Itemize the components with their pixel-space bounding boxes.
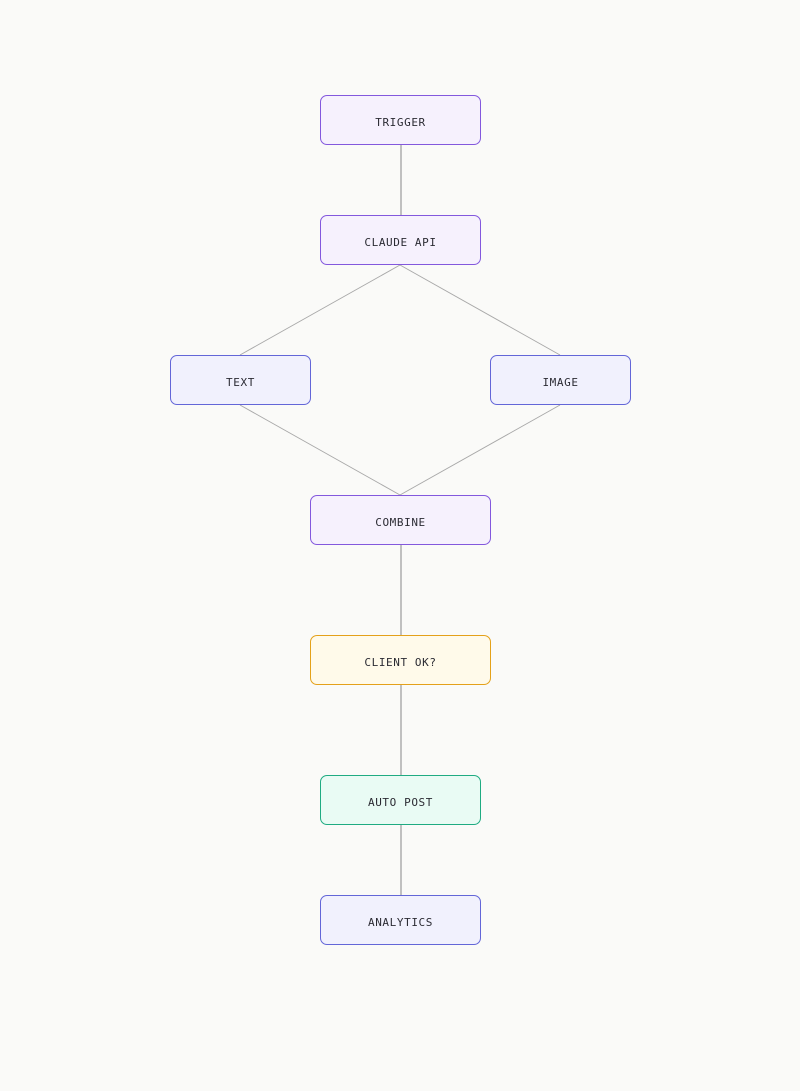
node-image-label: IMAGE: [542, 375, 579, 389]
node-client-ok-label: CLIENT OK?: [364, 655, 437, 669]
node-trigger-label: TRIGGER: [375, 115, 426, 129]
node-analytics: ANALYTICS: [320, 895, 481, 945]
node-combine-label: COMBINE: [375, 515, 426, 529]
edge-claude-api-to-text: [239, 264, 401, 356]
node-combine: COMBINE: [310, 495, 491, 545]
node-text-label: TEXT: [226, 375, 255, 389]
node-analytics-label: ANALYTICS: [367, 915, 433, 929]
node-auto-post-label: AUTO POST: [367, 795, 433, 809]
node-client-ok: CLIENT OK?: [310, 635, 491, 685]
node-claude-api-label: CLAUDE API: [364, 235, 437, 249]
node-image: IMAGE: [490, 355, 631, 405]
edge-claude-api-to-image: [399, 264, 561, 356]
node-text: TEXT: [170, 355, 311, 405]
edge-image-to-combine: [399, 404, 561, 496]
edge-text-to-combine: [239, 404, 401, 496]
node-auto-post: AUTO POST: [320, 775, 481, 825]
node-claude-api: CLAUDE API: [320, 215, 481, 265]
node-trigger: TRIGGER: [320, 95, 481, 145]
